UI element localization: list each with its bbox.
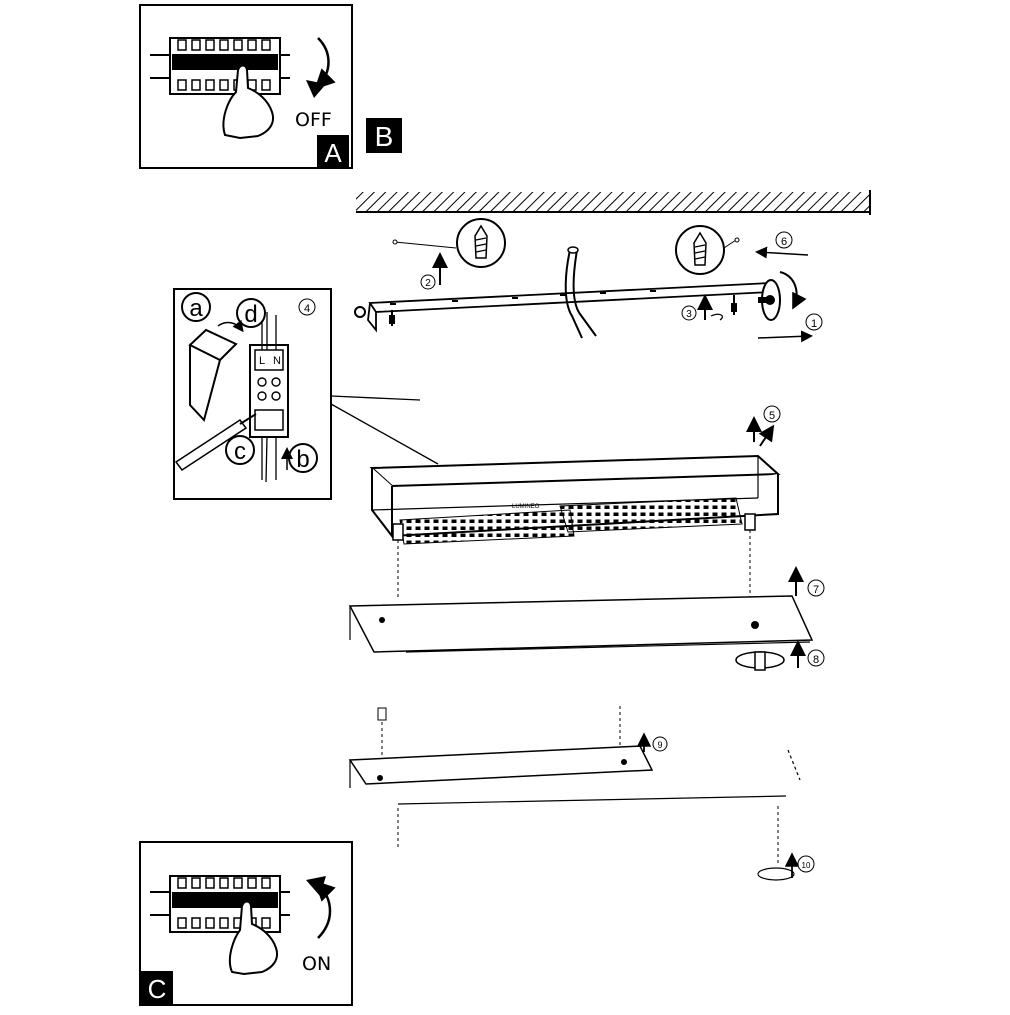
step-4-label: 4 <box>304 303 310 315</box>
screw-icon <box>731 295 737 315</box>
wall-plug-icon <box>392 218 506 268</box>
step-b-badge: B <box>366 118 402 153</box>
diffuser-panel-lower <box>348 706 801 881</box>
step-3-marker: 3 <box>681 294 723 321</box>
rotate-down-arrow-icon <box>314 37 336 90</box>
terminal-l-label: L <box>259 355 265 367</box>
terminal-block <box>249 344 289 438</box>
hand-icon <box>228 900 278 976</box>
step-b-label: B <box>375 121 394 152</box>
brand-logo: LUMINEO <box>512 504 540 510</box>
step-4-marker: 4 <box>298 298 316 316</box>
off-label: OFF <box>295 109 332 131</box>
step-6-marker: 6 <box>755 231 809 259</box>
power-on-panel: ON C <box>139 841 353 1006</box>
letter-a: a <box>189 295 203 322</box>
on-label: ON <box>302 953 331 975</box>
step-6-label: 6 <box>781 236 787 248</box>
step-1-label: 1 <box>811 318 817 330</box>
pin-icon <box>392 523 404 600</box>
hand-icon <box>222 64 274 140</box>
diffuser-panel-upper <box>348 595 814 653</box>
step-7-label: 7 <box>813 584 819 596</box>
mounting-bracket <box>354 279 781 333</box>
wiring-detail-panel: L N a d c b 4 <box>173 288 439 500</box>
rotate-arrow-icon <box>779 271 807 310</box>
power-cable <box>564 246 597 339</box>
panel-c-label: C <box>148 974 167 1004</box>
step-9-label: 9 <box>657 740 662 750</box>
cover-plate-icon <box>188 328 238 423</box>
ceiling <box>356 190 871 215</box>
letter-d: d <box>244 301 257 328</box>
power-off-panel: OFF A <box>139 4 353 169</box>
circuit-breaker-icon <box>150 875 290 933</box>
step-10-label: 10 <box>802 861 811 870</box>
step-2-label: 2 <box>425 278 431 289</box>
letter-c: c <box>234 438 246 465</box>
step-b-letter-marker: b <box>281 443 318 473</box>
step-a-marker: a <box>181 292 211 322</box>
terminal-n-label: N <box>273 355 281 367</box>
panel-a-label: A <box>324 138 342 168</box>
step-9-marker: 9 <box>636 732 668 752</box>
step-8-label: 8 <box>813 654 819 666</box>
step-d-marker: d <box>236 298 266 328</box>
step-1-marker: 1 <box>757 271 823 343</box>
step-5-marker: 5 <box>746 405 781 447</box>
step-2-marker: 2 <box>420 252 448 290</box>
step-3-label: 3 <box>686 309 692 320</box>
rosette-nut-icon <box>758 279 781 321</box>
wall-plug-icon <box>675 225 740 275</box>
circuit-breaker-icon <box>150 37 290 95</box>
step-10-marker: 10 <box>784 852 815 878</box>
step-7-marker: 7 <box>788 566 825 597</box>
step-c-marker: c <box>225 435 255 465</box>
screwdriver-icon <box>174 418 248 472</box>
screw-icon <box>389 310 395 326</box>
step-8-marker: 8 <box>735 640 825 671</box>
letter-b: b <box>296 446 309 473</box>
step-5-label: 5 <box>769 410 775 422</box>
luminaire-body: LUMINEO <box>369 454 781 620</box>
